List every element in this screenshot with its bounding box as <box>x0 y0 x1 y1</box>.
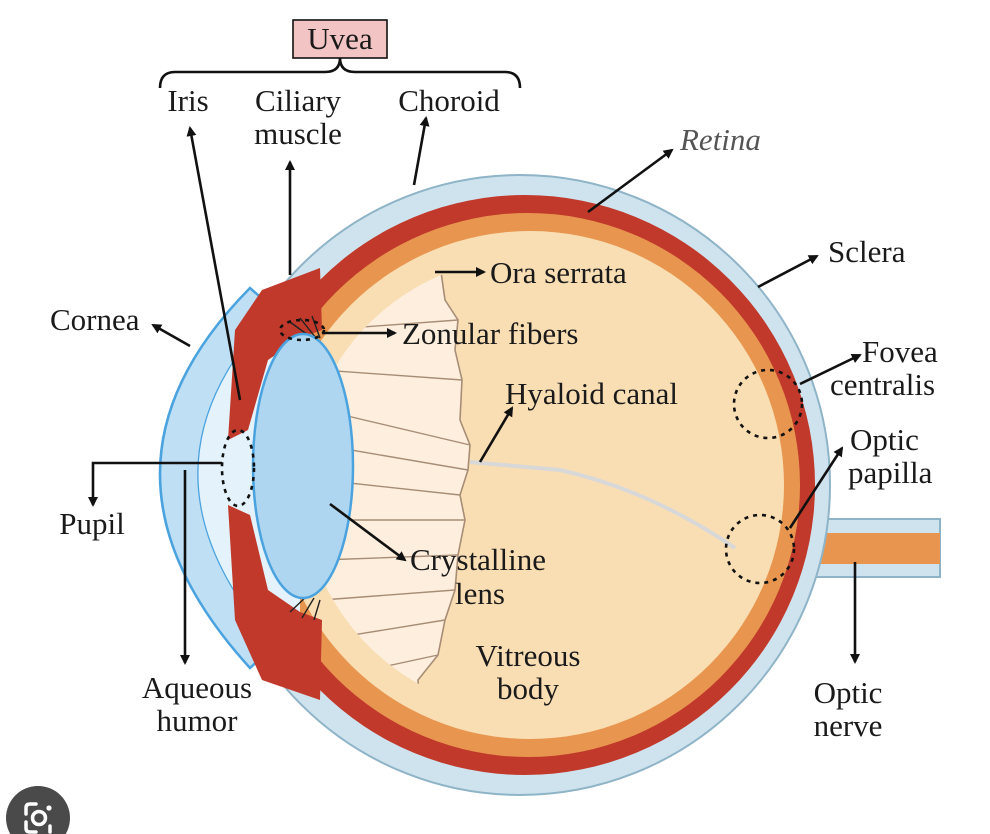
fovea-circle <box>732 368 804 440</box>
label-optic-papilla-line2: papilla <box>848 455 933 490</box>
crystalline-pointer <box>329 502 407 562</box>
zonular-circle <box>278 318 326 342</box>
label-cornea: Cornea <box>50 302 140 337</box>
label-optic-nerve-line1: Optic <box>814 675 883 710</box>
label-vitreous-line2: body <box>497 671 560 706</box>
label-iris: Iris <box>167 83 208 118</box>
label-fovea-line1: Fovea <box>862 334 938 369</box>
label-ciliary-line1: Ciliary <box>255 83 342 118</box>
choroid-pointer <box>412 116 430 186</box>
crystalline-lens <box>251 332 355 600</box>
optic-papilla-pointer <box>788 446 844 529</box>
hyaloid-pointer <box>478 406 514 463</box>
label-pupil: Pupil <box>59 506 124 541</box>
pupil-pointer <box>88 461 222 507</box>
label-vitreous-line1: Vitreous <box>476 638 581 673</box>
label-zonular: Zonular fibers <box>402 316 578 351</box>
retina-pointer <box>587 148 674 214</box>
pupil-circle <box>220 428 256 508</box>
cornea-pointer <box>151 323 191 348</box>
label-ciliary-line2: muscle <box>254 116 342 151</box>
label-choroid: Choroid <box>398 83 500 118</box>
optic-papilla-circle <box>724 513 796 585</box>
label-hyaloid: Hyaloid canal <box>505 376 678 411</box>
sclera-pointer <box>757 254 819 289</box>
iris-pointer <box>186 126 242 401</box>
label-aqueous-line1: Aqueous <box>142 670 252 705</box>
fovea-pointer <box>799 353 862 386</box>
google-lens-search-button[interactable] <box>6 786 70 834</box>
iris <box>228 268 322 700</box>
label-ora-serrata: Ora serrata <box>490 255 627 290</box>
label-uvea: Uvea <box>307 21 373 56</box>
label-optic-nerve-line2: nerve <box>814 708 883 743</box>
label-retina: Retina <box>679 122 761 157</box>
hyaloid-canal <box>469 460 737 550</box>
uvea-box <box>292 19 388 59</box>
label-fovea-line2: centralis <box>830 367 935 402</box>
google-lens-icon <box>24 802 52 834</box>
label-optic-papilla-line1: Optic <box>850 422 919 457</box>
label-aqueous-line2: humor <box>157 703 239 738</box>
label-crystalline-line2: lens <box>455 576 505 611</box>
label-sclera: Sclera <box>828 234 906 269</box>
label-crystalline-line1: Crystalline <box>410 542 546 577</box>
